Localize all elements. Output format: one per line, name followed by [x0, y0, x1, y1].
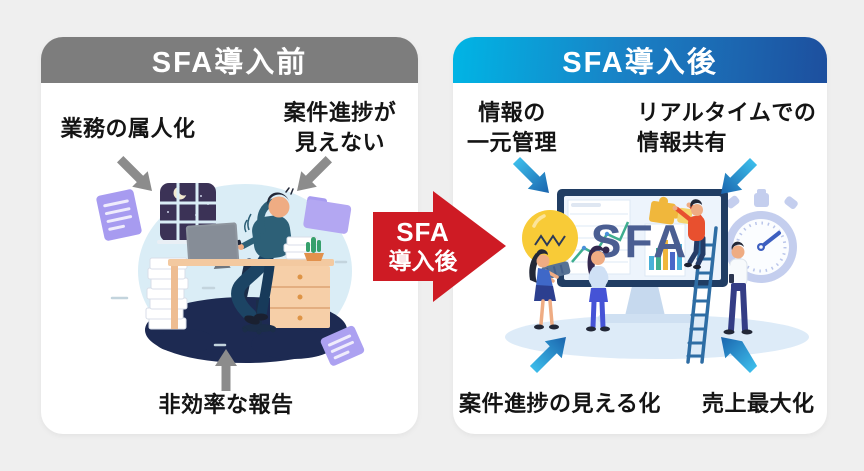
after-label-top-right-line2: 情報共有: [637, 130, 728, 155]
red-arrow-text: SFA 導入後: [371, 218, 475, 276]
blue-arrow-top-right: [721, 157, 758, 194]
gray-arrow-top-left: [116, 155, 152, 191]
floating-paper-bottom-right-icon: [320, 325, 365, 366]
stressed-worker: [229, 187, 299, 325]
before-illustration: [96, 155, 365, 391]
desk-top: [168, 259, 334, 266]
floating-paper-top-left-icon: [96, 189, 142, 241]
before-label-top-right-line1: 案件進捗が: [283, 100, 397, 125]
before-label-top-right: 案件進捗が 見えない: [265, 98, 415, 158]
before-card-header: SFA導入前: [41, 37, 418, 83]
blue-arrow-top-left: [512, 156, 549, 193]
before-label-top-left: 業務の属人化: [60, 116, 196, 141]
monitor-sfa-text: SFA: [591, 215, 689, 267]
gray-arrow-bottom: [215, 349, 237, 391]
bar-chart: [644, 223, 686, 277]
after-label-bottom-left: 案件進捗の見える化: [459, 391, 661, 416]
woman-holding-bulb: [529, 249, 559, 330]
after-card-header: SFA導入後: [453, 37, 827, 83]
after-label-bottom-right: 売上最大化: [702, 391, 815, 416]
ladder: [686, 226, 718, 364]
after-card-title: SFA導入後: [562, 47, 718, 79]
after-label-top-right: リアルタイムでの 情報共有: [637, 98, 822, 158]
after-illustration: SFA: [505, 156, 809, 374]
man-on-ladder: [672, 199, 706, 270]
after-label-top-left: 情報の 一元管理: [452, 98, 572, 158]
stopwatch-icon: [725, 189, 798, 283]
background-dashes: [110, 260, 348, 347]
after-label-top-left-line2: 一元管理: [466, 130, 557, 155]
floating-folder-icon: [303, 196, 352, 234]
paper-stack-floor: [145, 257, 189, 330]
gray-arrows: [116, 155, 333, 391]
after-label-top-right-line1: リアルタイムでの: [637, 100, 817, 125]
blue-arrow-bottom-right: [721, 337, 758, 374]
before-card-title: SFA導入前: [151, 47, 308, 79]
red-transition-arrow: [373, 191, 506, 302]
after-label-top-left-line1: 情報の: [478, 100, 546, 125]
blue-arrows: [512, 156, 758, 374]
red-arrow-text-line1: SFA: [396, 217, 450, 247]
before-label-bottom: 非効率な報告: [158, 392, 294, 417]
man-standing: [723, 241, 753, 335]
woman-standing: [586, 245, 610, 332]
red-arrow-text-line2: 導入後: [388, 248, 458, 274]
desk: [171, 266, 330, 329]
gray-arrow-top-right: [297, 155, 333, 191]
before-label-top-right-line2: 見えない: [294, 130, 385, 155]
blue-arrow-bottom-left: [529, 337, 566, 374]
cactus-icon: [304, 237, 324, 261]
